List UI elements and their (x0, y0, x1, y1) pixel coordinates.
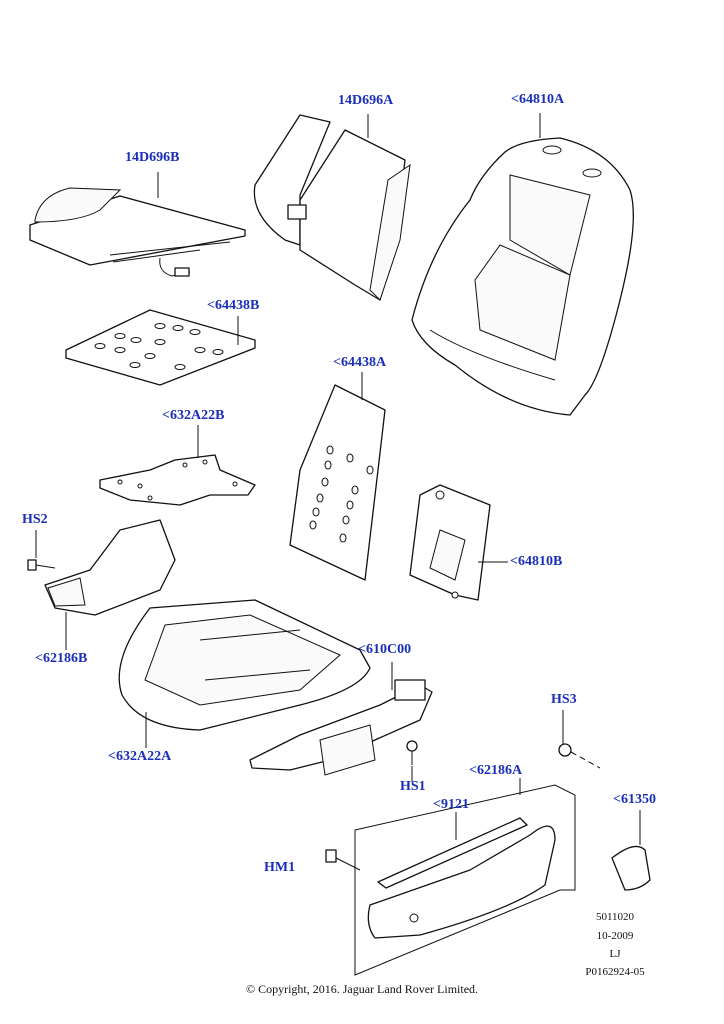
callout-9121[interactable]: <9121 (433, 797, 469, 812)
part-64810A-backrest-cover[interactable] (411, 137, 634, 416)
callout-62186A[interactable]: <62186A (469, 763, 523, 778)
drawing-initials: LJ (609, 948, 621, 960)
callout-61350[interactable]: <61350 (613, 792, 656, 807)
callout-64438A[interactable]: <64438A (333, 355, 387, 370)
part-632A22A-cushion-cover[interactable] (118, 599, 371, 731)
callout-HS2[interactable]: HS2 (22, 512, 48, 527)
part-64810B-lumbar-frame[interactable] (409, 484, 491, 601)
part-14D696B-heater-mat[interactable] (29, 187, 246, 277)
callout-64810B[interactable]: <64810B (510, 554, 563, 569)
callout-64438B[interactable]: <64438B (207, 298, 260, 313)
part-HS1-screw[interactable] (406, 740, 418, 765)
copyright-notice: © Copyright, 2016. Jaguar Land Rover Lim… (245, 982, 479, 996)
part-HS3-screw[interactable] (558, 743, 601, 769)
drawing-date: 10-2009 (596, 930, 634, 942)
callout-632A22B[interactable]: <632A22B (162, 408, 225, 423)
part-62186A-side-trim[interactable] (354, 784, 576, 976)
part-610C00-seat-track[interactable] (249, 679, 433, 776)
callout-610C00[interactable]: <610C00 (358, 642, 412, 657)
callout-HM1[interactable]: HM1 (264, 860, 296, 875)
callout-62186B[interactable]: <62186B (35, 651, 88, 666)
callout-HS1[interactable]: HS1 (400, 779, 426, 794)
part-HS2-screw[interactable] (27, 559, 56, 571)
part-64438B-cushion-pad[interactable] (65, 309, 256, 386)
part-62186B-bracket[interactable] (44, 519, 176, 616)
drawing-code: 5011020 (595, 911, 635, 923)
part-61350-cover-cap[interactable] (611, 845, 651, 891)
part-64438A-backrest-pad[interactable] (289, 384, 386, 581)
drawing-ref: P0162924-05 (585, 966, 645, 978)
callout-632A22A[interactable]: <632A22A (108, 749, 172, 764)
callout-HS3[interactable]: HS3 (551, 692, 577, 707)
callout-64810A[interactable]: <64810A (511, 92, 565, 107)
part-632A22B-support-plate[interactable] (99, 454, 256, 506)
callout-14D696B[interactable]: 14D696B (125, 150, 180, 165)
part-14D696A-backrest-pad[interactable] (253, 114, 411, 301)
callout-14D696A[interactable]: 14D696A (338, 93, 394, 108)
part-HM1-clip[interactable] (325, 849, 361, 871)
